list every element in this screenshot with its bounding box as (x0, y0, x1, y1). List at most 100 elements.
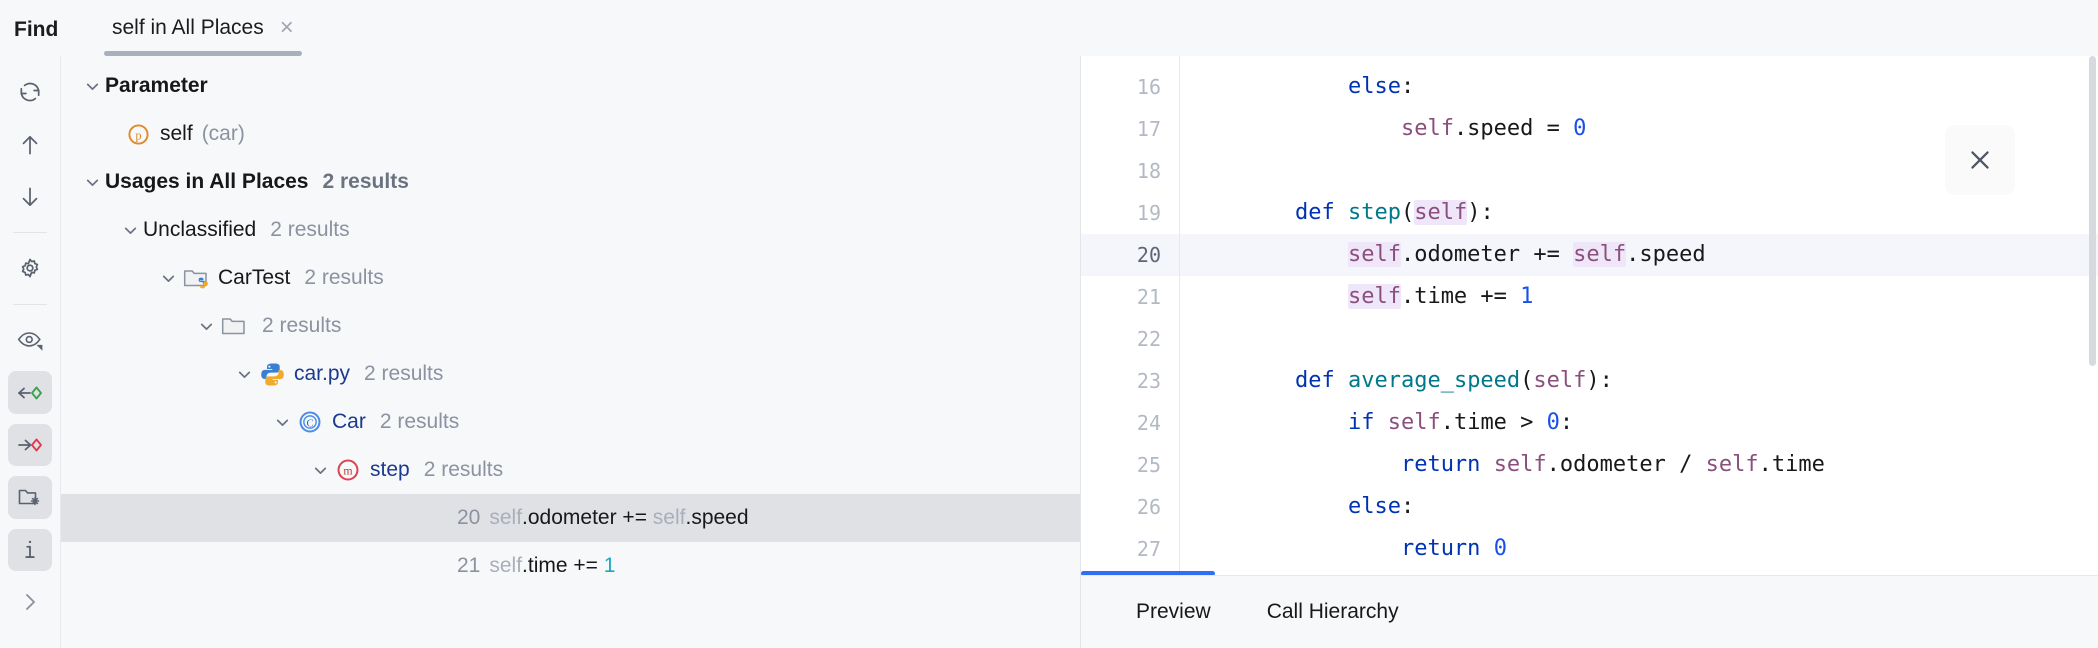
tree-node-parameter[interactable]: Parameter (61, 62, 1080, 110)
code-token-match: self (1573, 242, 1627, 267)
method-icon: m (333, 457, 363, 483)
tree-node-label: Car (332, 410, 366, 433)
chevron-down-icon[interactable] (117, 217, 143, 243)
tree-node-self-parameter[interactable]: p self (car) (61, 110, 1080, 158)
code-line (1180, 318, 2098, 360)
tree-node-label: CarTest (218, 266, 291, 289)
line-number: 21 (1136, 285, 1161, 309)
tree-node-count: 2 results (379, 410, 460, 433)
rail-divider-1 (13, 232, 47, 234)
code-token (1242, 452, 1401, 477)
tab-self-in-all-places[interactable]: self in All Places × (90, 16, 316, 56)
gear-icon[interactable] (8, 247, 52, 289)
svg-text:m: m (343, 463, 352, 477)
code-token: average_speed (1347, 368, 1521, 393)
code-token: step (1347, 200, 1401, 225)
code-line: def step(self): (1180, 192, 2098, 234)
tree-node-cartest[interactable]: CarTest 2 results (61, 254, 1080, 302)
tab-preview[interactable]: Preview (1136, 600, 1211, 623)
tree-node-label: Parameter (105, 74, 208, 97)
result-match-text: self (489, 506, 523, 529)
body: Parameter p self (car) Usages in All P (0, 56, 2098, 648)
code-token (1335, 200, 1348, 225)
code-token: 0 (1493, 536, 1507, 561)
result-text: .speed (685, 506, 749, 529)
tree-node-count: 2 results (364, 362, 444, 385)
chevron-down-icon[interactable] (193, 313, 219, 339)
line-number: 20 (1081, 234, 1179, 276)
code-token: : (1400, 494, 1415, 519)
code-token: def (1294, 200, 1335, 225)
code-token: if (1347, 410, 1375, 435)
tree-node-usages-in-all-places[interactable]: Usages in All Places 2 results (61, 158, 1080, 206)
folder-icon (219, 313, 249, 339)
show-read-access-icon[interactable] (8, 371, 52, 414)
line-number: 26 (1136, 495, 1161, 519)
code-line: else: (1180, 486, 2098, 528)
code-token (1242, 284, 1348, 309)
code-token: .time > (1440, 410, 1547, 435)
tab-strip: self in All Places × (90, 0, 316, 56)
code-token: .time (1758, 452, 1825, 477)
arrow-up-icon[interactable] (8, 123, 52, 165)
tree-node-car-class[interactable]: C Car 2 results (61, 398, 1080, 446)
group-by-file-structure-icon[interactable] (8, 476, 52, 519)
show-write-access-icon[interactable] (8, 423, 52, 467)
code-token (1242, 368, 1295, 393)
eye-preview-icon[interactable] (8, 319, 52, 361)
chevron-down-icon[interactable] (307, 457, 333, 483)
code-token-match: self (1347, 284, 1401, 309)
code-token: self (1533, 368, 1587, 393)
chevron-down-icon[interactable] (155, 265, 181, 291)
code-token (1374, 410, 1387, 435)
line-number: 27 (1136, 537, 1161, 561)
chevron-down-icon[interactable] (79, 73, 105, 99)
tree-node-folder[interactable]: 2 results (61, 302, 1080, 350)
result-row[interactable]: 21 self .time += 1 (61, 542, 1080, 590)
tab-call-hierarchy[interactable]: Call Hierarchy (1266, 600, 1399, 623)
line-number: 24 (1136, 411, 1161, 435)
page-title: Find (14, 18, 59, 41)
arrow-down-icon[interactable] (8, 176, 52, 218)
code-line: self.speed = 0 (1180, 108, 2098, 150)
code-line: def average_speed(self): (1180, 360, 2098, 402)
code-content[interactable]: else: self.speed = 0 def step(self): sel… (1180, 56, 2098, 575)
editor-area[interactable]: 16 17 18 19 20 21 22 23 24 25 26 27 (1081, 56, 2098, 576)
tree-node-label: car.py (294, 362, 351, 385)
code-line: if self.time > 0: (1180, 402, 2098, 444)
code-token: .time += (1400, 284, 1521, 309)
python-file-icon (257, 361, 287, 388)
chevron-right-icon[interactable] (8, 581, 52, 623)
tab-label: self in All Places (112, 16, 264, 39)
scrollbar-thumb[interactable] (2089, 56, 2096, 366)
close-icon[interactable]: × (279, 14, 294, 41)
result-line-number: 21 (457, 554, 481, 577)
code-token: : (1400, 74, 1415, 99)
chevron-down-icon[interactable] (269, 409, 295, 435)
rerun-icon[interactable] (8, 71, 52, 113)
editor-horizontal-scrollbar[interactable] (1081, 571, 1215, 575)
tree-node-label: self (160, 122, 193, 145)
parameter-icon: p (123, 122, 153, 147)
result-row[interactable]: 20 self .odometer += self .speed (61, 494, 1080, 542)
info-icon[interactable] (8, 528, 52, 572)
code-token (1242, 200, 1295, 225)
chevron-down-icon[interactable] (79, 169, 105, 195)
close-icon[interactable] (1945, 125, 2015, 195)
code-token: .speed = (1453, 116, 1574, 141)
code-token: return (1400, 452, 1481, 477)
rail-divider-2 (13, 303, 47, 305)
tree-node-unclassified[interactable]: Unclassified 2 results (61, 206, 1080, 254)
chevron-down-icon[interactable] (231, 361, 257, 387)
tree-node-car-py[interactable]: car.py 2 results (61, 350, 1080, 398)
tree-node-count: 2 results (423, 458, 504, 481)
code-token-match: self (1414, 200, 1468, 225)
code-token-match: self (1347, 242, 1401, 267)
code-token: 0 (1573, 116, 1587, 141)
tree-node-step-method[interactable]: m step 2 results (61, 446, 1080, 494)
code-token: return (1400, 536, 1481, 561)
results-tree[interactable]: Parameter p self (car) Usages in All P (61, 56, 1081, 648)
editor-vertical-scrollbar[interactable] (2088, 56, 2098, 575)
line-number: 25 (1136, 453, 1161, 477)
code-token: ): (1467, 200, 1494, 225)
